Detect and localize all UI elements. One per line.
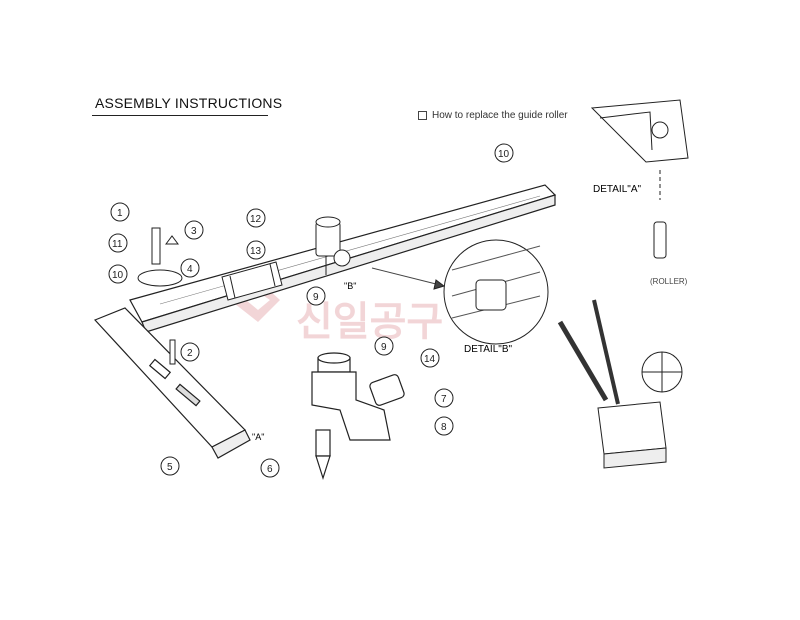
- detail-a-view: [590, 99, 689, 259]
- svg-text:7: 7: [441, 394, 447, 405]
- roller-replace-view: [557, 299, 683, 469]
- callout-7: 7: [434, 388, 454, 408]
- checkbox-icon: [418, 111, 427, 120]
- note-text: How to replace the guide roller: [432, 110, 568, 121]
- ref-b-label: "B": [344, 281, 356, 291]
- base-plate: [93, 307, 251, 459]
- svg-text:10: 10: [498, 149, 510, 160]
- svg-text:1: 1: [117, 208, 123, 219]
- svg-text:10: 10: [112, 270, 124, 281]
- watermark-text: 신일공구: [296, 300, 443, 344]
- cutter-head-top: [315, 216, 351, 275]
- detail-b-label: DETAIL"B": [464, 344, 512, 355]
- svg-text:4: 4: [187, 264, 193, 275]
- roller-label: (ROLLER): [650, 277, 688, 286]
- detail-b-view: [371, 239, 549, 345]
- cutter-assembly: [311, 352, 405, 480]
- ref-a-label: "A": [252, 432, 264, 442]
- svg-text:13: 13: [250, 246, 262, 257]
- sleeve-part: [221, 261, 283, 301]
- callout-14: 14: [420, 348, 440, 368]
- svg-text:8: 8: [441, 422, 447, 433]
- callout-5: 5: [160, 456, 180, 476]
- svg-text:9: 9: [313, 292, 319, 303]
- callout-10a: 10: [494, 143, 514, 163]
- callout-8: 8: [434, 416, 454, 436]
- callout-4: 4: [180, 258, 200, 278]
- replace-roller-note: How to replace the guide roller: [418, 110, 568, 121]
- callout-12: 12: [246, 208, 266, 228]
- svg-text:5: 5: [167, 462, 173, 473]
- callout-3: 3: [184, 220, 204, 240]
- detail-a-label: DETAIL"A": [593, 184, 641, 195]
- svg-text:12: 12: [250, 214, 262, 225]
- svg-text:6: 6: [267, 464, 273, 475]
- svg-text:9: 9: [381, 342, 387, 353]
- callout-6: 6: [260, 458, 280, 478]
- page-title: ASSEMBLY INSTRUCTIONS: [95, 95, 283, 111]
- svg-text:11: 11: [112, 239, 123, 250]
- callout-1: 1: [110, 202, 130, 222]
- callout-9a: 9: [306, 286, 326, 306]
- title-underline: [92, 115, 268, 116]
- svg-text:14: 14: [424, 354, 436, 365]
- nut-part: [165, 235, 179, 245]
- callout-13: 13: [246, 240, 266, 260]
- washer-plate: [137, 269, 183, 287]
- callout-11: 11: [108, 233, 128, 253]
- callouts: 1 2 3 4 5 6 7 8 9 9 10 10 11 12 13 14: [108, 143, 514, 478]
- callout-9b: 9: [374, 336, 394, 356]
- svg-text:2: 2: [187, 348, 193, 359]
- callout-2: 2: [180, 342, 200, 362]
- callout-10b: 10: [108, 264, 128, 284]
- svg-text:3: 3: [191, 226, 197, 237]
- pin-part: [169, 339, 176, 365]
- bolt-part: [151, 227, 161, 265]
